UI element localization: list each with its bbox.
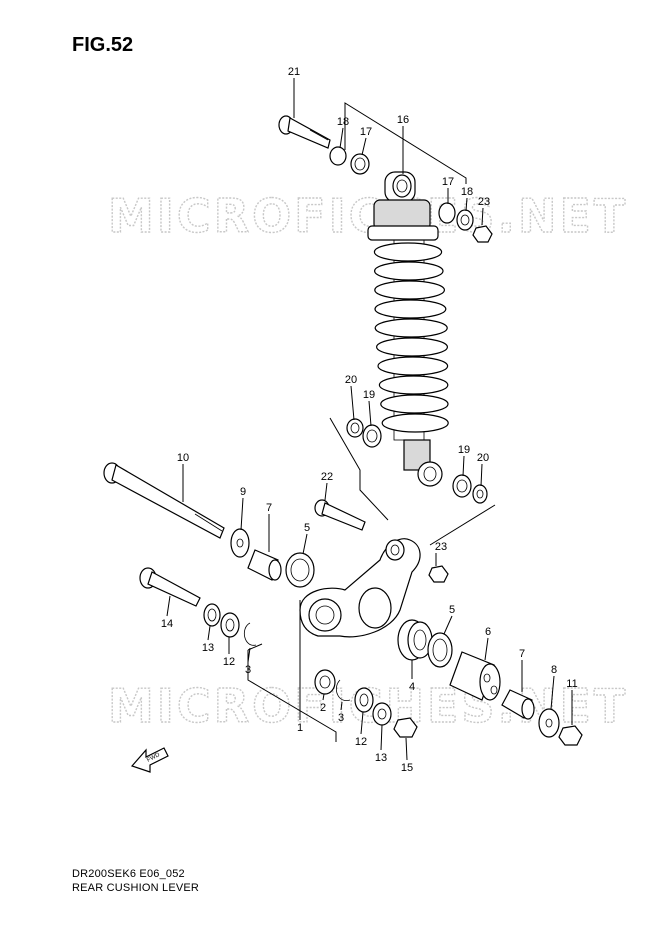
- collar-18-top: [329, 146, 347, 166]
- callout-18: 18: [337, 116, 349, 128]
- fwd-arrow-icon: FWD: [130, 747, 169, 773]
- bushing-12-left: [220, 612, 240, 638]
- callout-3: 3: [338, 712, 344, 724]
- callout-19: 19: [363, 389, 375, 401]
- spring-coil: [374, 280, 446, 300]
- drawing-name: REAR CUSHION LEVER: [72, 882, 200, 894]
- nut-15: [393, 717, 418, 738]
- seal-13-left: [203, 603, 221, 627]
- nut-11: [558, 725, 583, 746]
- callout-21: 21: [288, 66, 300, 78]
- callout-13: 13: [375, 752, 387, 764]
- nut-23-bottom: [428, 565, 449, 583]
- callout-23: 23: [478, 196, 490, 208]
- callout-20: 20: [477, 452, 489, 464]
- shock-absorber-16: [367, 171, 449, 487]
- bolt-21: [278, 115, 331, 149]
- spring-coil: [378, 375, 449, 395]
- circlip-3-right: [336, 679, 351, 702]
- spacer-6: [449, 651, 501, 701]
- watermark-top: MICROFICHES.NET: [108, 189, 628, 243]
- washer-9: [230, 528, 250, 558]
- bushing-19-left: [362, 424, 382, 448]
- bearing-4: [397, 619, 433, 661]
- spacer-7-left: [247, 549, 282, 581]
- spring-coil: [376, 337, 449, 357]
- callout-5: 5: [449, 604, 455, 616]
- bushing-19-right: [452, 474, 472, 498]
- callout-12: 12: [223, 656, 235, 668]
- spring-coil: [380, 394, 449, 414]
- callout-10: 10: [177, 452, 189, 464]
- callout-17: 17: [442, 176, 454, 188]
- callout-5: 5: [304, 522, 310, 534]
- bracket-lines: [247, 102, 496, 742]
- collar-18-right: [456, 209, 474, 231]
- nut-23-top: [472, 225, 493, 243]
- callout-9: 9: [240, 486, 246, 498]
- callout-2: 2: [320, 702, 326, 714]
- seal-20-right: [472, 484, 488, 504]
- bushing-2: [314, 669, 336, 695]
- spring-coil: [377, 356, 449, 376]
- callout-16: 16: [397, 114, 409, 126]
- drawing-code: DR200SEK6 E06_052: [72, 868, 185, 880]
- spring-coil: [374, 318, 448, 338]
- callout-13: 13: [202, 642, 214, 654]
- circlip-3-left: [243, 622, 257, 646]
- bushing-17-top: [350, 153, 370, 175]
- callout-20: 20: [345, 374, 357, 386]
- callout-12: 12: [355, 736, 367, 748]
- spring-coil: [374, 299, 447, 319]
- figure-title: FIG.52: [72, 34, 134, 56]
- spacer-7-right: [501, 689, 535, 720]
- bushing-12-right: [354, 687, 374, 713]
- bolt-14: [139, 567, 201, 607]
- spring-coil: [373, 242, 443, 262]
- callout-7: 7: [519, 648, 525, 660]
- seal-5-left: [285, 552, 315, 588]
- callout-15: 15: [401, 762, 413, 774]
- callout-18: 18: [461, 186, 473, 198]
- callout-23: 23: [435, 541, 447, 553]
- bolt-22: [314, 499, 366, 531]
- callout-3: 3: [245, 664, 251, 676]
- leader-lines: [166, 78, 573, 761]
- bolt-10: [103, 462, 225, 539]
- callout-1: 1: [297, 722, 303, 734]
- callout-14: 14: [161, 618, 173, 630]
- seal-20-left: [346, 418, 364, 438]
- callout-22: 22: [321, 471, 333, 483]
- callout-7: 7: [266, 502, 272, 514]
- callout-17: 17: [360, 126, 372, 138]
- callout-numbers: 21 18 17 16 17 18 23 20 19 19 20 10 9 7 …: [161, 66, 578, 774]
- callout-11: 11: [566, 678, 577, 690]
- spring-coil: [373, 261, 444, 281]
- callout-6: 6: [485, 626, 491, 638]
- callout-19: 19: [458, 444, 470, 456]
- callout-8: 8: [551, 664, 557, 676]
- callout-4: 4: [409, 681, 415, 693]
- spring-coil: [381, 413, 449, 433]
- seal-13-right: [372, 702, 392, 726]
- washer-8: [538, 708, 560, 738]
- cushion-lever-1: [299, 538, 421, 638]
- seal-5-right: [427, 632, 453, 668]
- bushing-17-right: [438, 202, 456, 224]
